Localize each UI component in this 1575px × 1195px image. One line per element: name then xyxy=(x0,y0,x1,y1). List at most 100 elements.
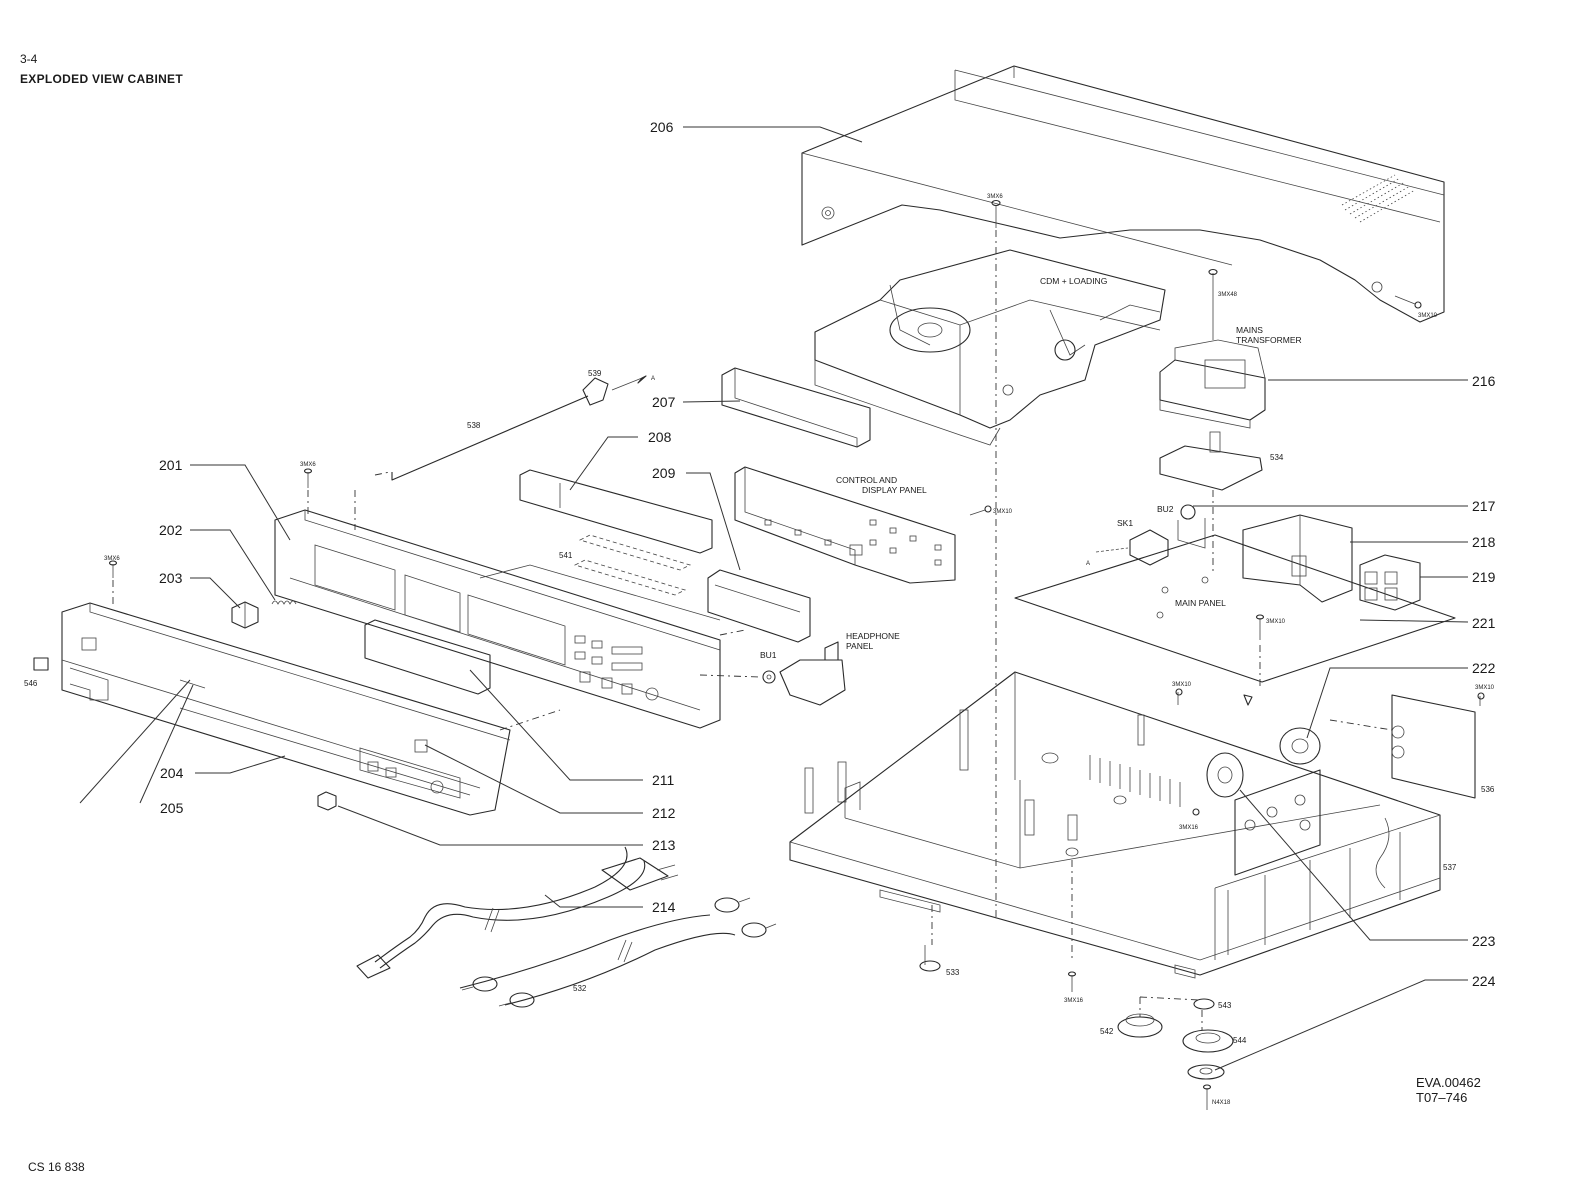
label-546: 546 xyxy=(24,679,38,688)
screw-3mx10-panel xyxy=(969,505,992,516)
label-arrow-a-2: A xyxy=(1086,561,1090,567)
label-arrow-a-1: A xyxy=(651,376,655,382)
label-216: 216 xyxy=(1472,373,1496,389)
switch-board-209 xyxy=(707,569,811,643)
label-headphone-panel-1: HEADPHONE xyxy=(846,631,900,641)
drawing-code: EVA.00462 T07–746 xyxy=(1416,1075,1481,1105)
rod-538 xyxy=(354,395,589,530)
cable-clamp-222 xyxy=(1279,727,1321,765)
bu2-socket xyxy=(1177,504,1206,549)
leader-lines xyxy=(79,126,1469,1071)
label-543: 543 xyxy=(1218,1001,1232,1010)
label-control-display-2: DISPLAY PANEL xyxy=(862,485,927,495)
label-204: 204 xyxy=(160,765,184,781)
connector-219 xyxy=(1359,554,1421,611)
small-part-labels: 532 533 534 536 537 538 539 541 542 543 … xyxy=(24,369,1495,1045)
main-panel-pcb xyxy=(1014,504,1456,683)
screw-3mx16-top xyxy=(1192,808,1200,816)
label-screw-3mx10-panel: 3MX10 xyxy=(993,509,1013,515)
label-203: 203 xyxy=(159,570,183,586)
control-display-panel xyxy=(734,466,956,584)
label-mains-transformer-2: TRANSFORMER xyxy=(1236,335,1302,345)
label-screw-3mx10-main: 3MX10 xyxy=(1266,619,1286,625)
rear-bracket xyxy=(1234,769,1321,876)
label-206: 206 xyxy=(650,119,674,135)
page-number: 3-4 xyxy=(20,52,38,66)
screw-labels: 3MX6 3MX48 3MX10 3MX10 3MX10 3MX10 3MX10… xyxy=(104,194,1495,1106)
label-542: 542 xyxy=(1100,1027,1114,1036)
label-532: 532 xyxy=(573,984,587,993)
label-217: 217 xyxy=(1472,498,1496,514)
label-main-panel: MAIN PANEL xyxy=(1175,598,1226,608)
label-screw-n4x18: N4X18 xyxy=(1212,1100,1231,1106)
screw-3mx6-front xyxy=(303,468,313,515)
label-screw-3mx16-b: 3MX16 xyxy=(1064,998,1084,1004)
label-537: 537 xyxy=(1443,863,1457,872)
cdm-loading-unit xyxy=(814,249,1166,446)
label-screw-3mx6-left: 3MX6 xyxy=(104,556,120,562)
label-223: 223 xyxy=(1472,933,1496,949)
page-title: EXPLODED VIEW CABINET xyxy=(20,72,183,86)
label-208: 208 xyxy=(648,429,672,445)
label-218: 218 xyxy=(1472,534,1496,550)
assembly-line-panel xyxy=(719,629,746,636)
screw-3mx10-chassis xyxy=(1175,688,1183,705)
knob-539 xyxy=(582,375,647,406)
component-labels: CDM + LOADING MAINS TRANSFORMER CONTROL … xyxy=(651,276,1302,660)
label-209: 209 xyxy=(652,465,676,481)
ventilation-grille xyxy=(1341,174,1416,223)
label-539: 539 xyxy=(588,369,602,378)
screw-3mx10-main xyxy=(1243,614,1265,706)
screw-3mx6-top xyxy=(991,199,1001,228)
label-538: 538 xyxy=(467,421,481,430)
label-screw-3mx10-right: 3MX10 xyxy=(1475,685,1495,691)
label-541: 541 xyxy=(559,551,573,560)
label-screw-3mx10-cover: 3MX10 xyxy=(1418,313,1438,319)
label-screw-3mx6-front: 3MX6 xyxy=(300,462,316,468)
assembly-line-front xyxy=(499,709,561,731)
front-panel-205 xyxy=(61,602,511,816)
label-bu2: BU2 xyxy=(1157,504,1174,514)
label-screw-3mx6-top: 3MX6 xyxy=(987,194,1003,200)
label-mains-transformer-1: MAINS xyxy=(1236,325,1263,335)
foot-assembly xyxy=(1117,996,1234,1110)
label-207: 207 xyxy=(652,394,676,410)
sk1-socket xyxy=(1095,529,1169,566)
label-213: 213 xyxy=(652,837,676,853)
screw-3mx10-cover xyxy=(1394,295,1422,309)
screw-3mx6-left xyxy=(108,560,118,605)
label-211: 211 xyxy=(652,772,675,788)
label-214: 214 xyxy=(652,899,676,915)
cable-537 xyxy=(1375,817,1390,889)
label-201: 201 xyxy=(159,457,183,473)
label-cdm-loading: CDM + LOADING xyxy=(1040,276,1107,286)
screw-3mx10-right xyxy=(1477,692,1485,706)
spring-202 xyxy=(271,600,297,605)
eject-button-203 xyxy=(231,601,259,629)
foot-533 xyxy=(919,905,941,972)
part-546 xyxy=(33,657,49,671)
label-sk1: SK1 xyxy=(1117,518,1133,528)
label-222: 222 xyxy=(1472,660,1496,676)
drawing-code-line-2: T07–746 xyxy=(1416,1090,1468,1105)
button-strip-208 xyxy=(519,469,713,554)
headphone-panel xyxy=(699,641,846,706)
footer-code: CS 16 838 xyxy=(28,1160,85,1174)
rear-plate-536 xyxy=(1329,694,1476,799)
button-213 xyxy=(317,791,337,811)
front-frame-201 xyxy=(274,509,721,729)
label-534: 534 xyxy=(1270,453,1284,462)
mains-cord-214 xyxy=(356,846,679,979)
label-headphone-panel-2: PANEL xyxy=(846,641,874,651)
label-219: 219 xyxy=(1472,569,1496,585)
label-205: 205 xyxy=(160,800,184,816)
label-536: 536 xyxy=(1481,785,1495,794)
chassis-bottom xyxy=(789,671,1441,979)
label-screw-3mx10-chassis: 3MX10 xyxy=(1172,682,1192,688)
label-bu1: BU1 xyxy=(760,650,777,660)
label-224: 224 xyxy=(1472,973,1496,989)
strain-relief-223 xyxy=(1206,752,1244,798)
heatsink-218 xyxy=(1242,514,1353,603)
